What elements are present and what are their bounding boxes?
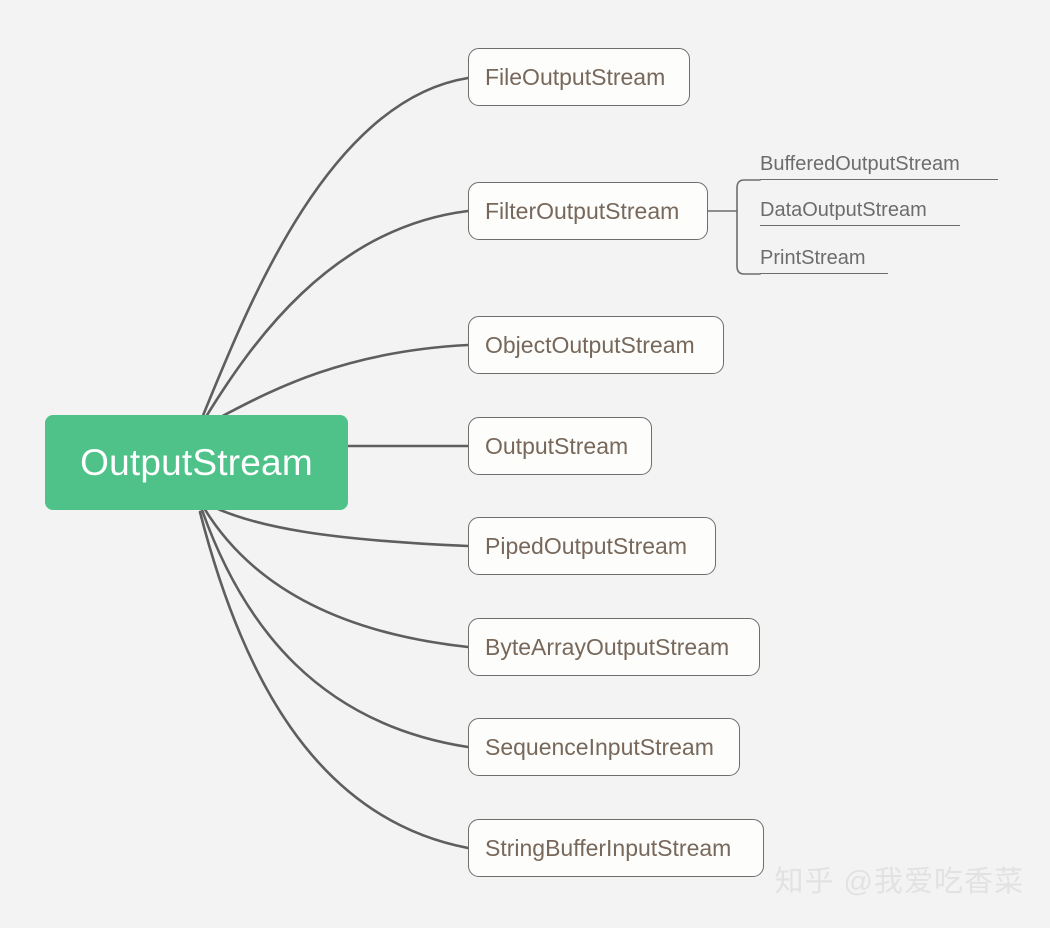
node-label: PipedOutputStream [485, 532, 688, 559]
leaf-underline [760, 273, 888, 274]
node-label: StringBufferInputStream [485, 834, 732, 861]
leaf-label: PrintStream [760, 247, 866, 269]
node-filteroutputstream[interactable]: FilterOutputStream [468, 182, 708, 240]
edge-to-pipedoutputstream [205, 502, 470, 548]
edge-to-fileoutputstream [200, 76, 470, 420]
node-objectoutputstream[interactable]: ObjectOutputStream [468, 316, 724, 374]
edge-to-stringbufferinputstream [198, 510, 470, 850]
leaf-underline [760, 225, 960, 226]
leaf-underline [760, 179, 998, 180]
node-label: ByteArrayOutputStream [485, 633, 730, 660]
watermark: 知乎 @我爱吃香菜 [774, 866, 1024, 898]
node-pipedoutputstream[interactable]: PipedOutputStream [468, 517, 716, 575]
edge-to-objectoutputstream [205, 343, 470, 426]
node-label: ObjectOutputStream [485, 331, 695, 358]
node-sequenceinputstream[interactable]: SequenceInputStream [468, 718, 740, 776]
edge-to-filteroutputstream [202, 209, 470, 422]
subbranch-bracket [736, 179, 761, 275]
edge-to-sequenceinputstream [200, 508, 470, 749]
edge-to-bytearrayoutputstream [202, 506, 470, 649]
node-stringbufferinputstream[interactable]: StringBufferInputStream [468, 819, 764, 877]
node-label: OutputStream [485, 432, 629, 459]
node-fileoutputstream[interactable]: FileOutputStream [468, 48, 690, 106]
node-label: SequenceInputStream [485, 733, 714, 760]
node-label: FilterOutputStream [485, 197, 680, 224]
root-node-label: OutputStream [80, 441, 313, 483]
root-node-outputstream[interactable]: OutputStream [45, 415, 348, 510]
node-label: FileOutputStream [485, 63, 666, 90]
node-outputstream[interactable]: OutputStream [468, 417, 652, 475]
leaf-label: DataOutputStream [760, 199, 927, 221]
leaf-label: BufferedOutputStream [760, 153, 960, 175]
node-bytearrayoutputstream[interactable]: ByteArrayOutputStream [468, 618, 760, 676]
